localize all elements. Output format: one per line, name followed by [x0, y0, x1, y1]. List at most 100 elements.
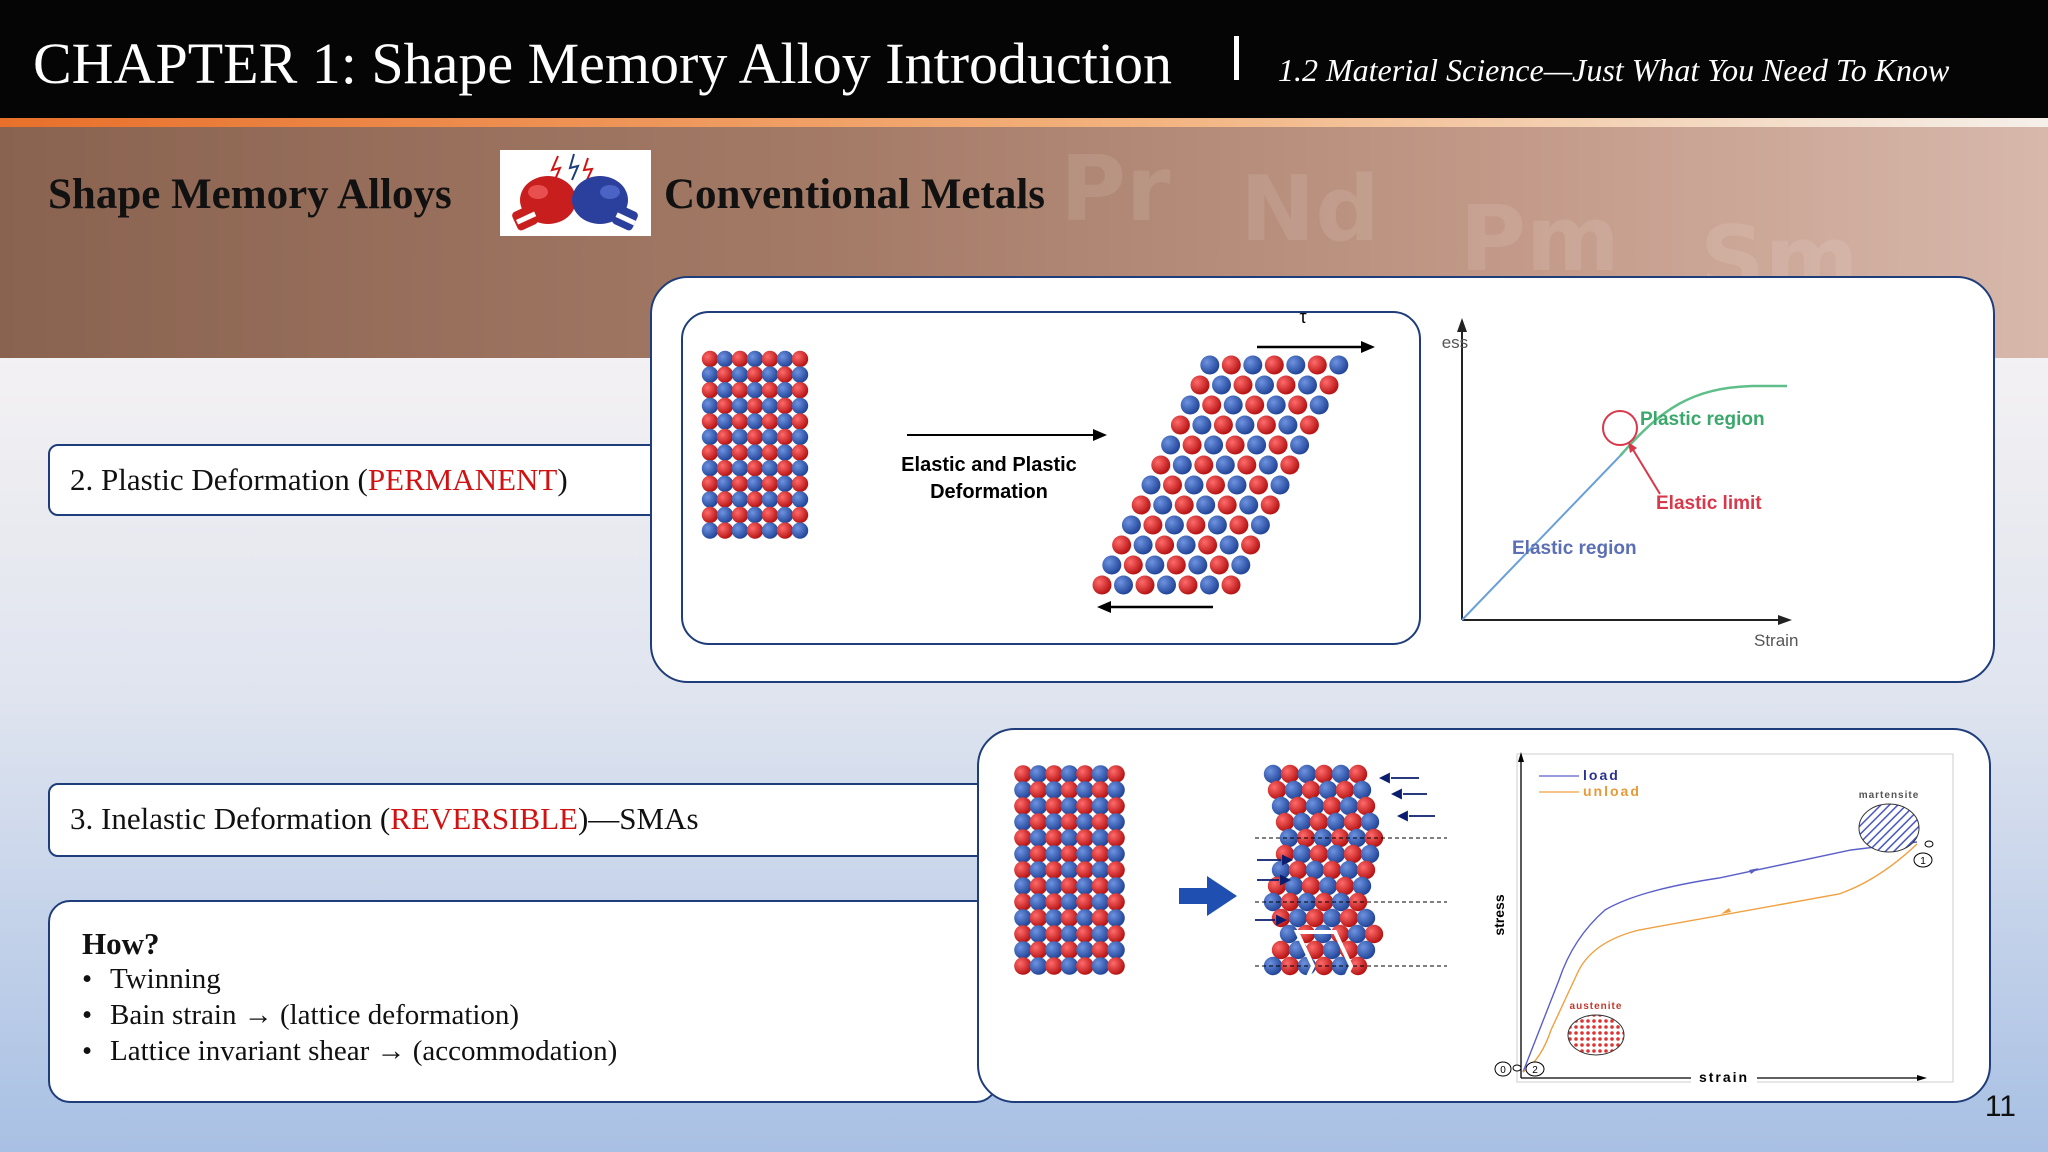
lattice-atom — [1271, 860, 1291, 880]
lattice-atom — [791, 366, 809, 383]
lattice-atom — [1076, 941, 1094, 959]
lattice-atom — [1309, 395, 1329, 415]
lattice-atom — [1143, 515, 1163, 535]
lattice-atom — [716, 444, 734, 461]
lattice-atom — [1279, 924, 1299, 944]
lattice-atom — [776, 475, 794, 492]
lattice-atom — [1292, 844, 1312, 864]
lattice-atom — [731, 444, 749, 461]
lattice-atom — [1206, 475, 1225, 495]
sma-stress-axis-label: stress — [1491, 894, 1507, 935]
lattice-atom — [1314, 892, 1334, 912]
lattice-atom — [746, 366, 764, 383]
lattice-atom — [746, 350, 764, 368]
lattice-atom — [1202, 395, 1222, 415]
lattice-atom — [1266, 395, 1286, 415]
plastic-deformation-label: 2. Plastic Deformation (PERMANENT) — [48, 444, 668, 516]
lattice-atom — [1255, 375, 1274, 395]
lattice-atom — [1352, 780, 1372, 800]
lattice-atom — [1076, 813, 1094, 831]
lattice-atom — [716, 366, 734, 383]
inelastic-deformation-label: 3. Inelastic Deformation (REVERSIBLE)—SM… — [48, 783, 988, 857]
lattice-atom — [1319, 375, 1339, 395]
lattice-atom — [731, 475, 749, 492]
lattice-atom — [1276, 375, 1296, 395]
lattice-atom — [761, 350, 779, 368]
lattice-atom — [1172, 455, 1192, 475]
lattice-atom — [1161, 435, 1181, 455]
lattice-atom — [761, 506, 779, 524]
lattice-atom — [746, 413, 764, 430]
lattice-atom — [746, 397, 764, 414]
lattice-atom — [1014, 893, 1032, 911]
lattice-atom — [761, 382, 779, 399]
lattice-atom — [1076, 765, 1094, 783]
lattice-atom — [1182, 435, 1202, 455]
lattice-atom — [1060, 781, 1079, 799]
lattice-atom — [701, 491, 719, 508]
lattice-atom — [1256, 415, 1276, 435]
lattice-atom — [1114, 575, 1133, 595]
how-box — [48, 900, 998, 1103]
lattice-atom — [1225, 435, 1245, 455]
tau-label: τ — [1299, 313, 1306, 327]
lattice-atom — [731, 460, 749, 477]
lattice-atom — [1076, 797, 1094, 815]
elastic-region-label: Elastic region — [1512, 538, 1637, 559]
lattice-atom — [1076, 925, 1094, 943]
lattice-atom — [1076, 877, 1094, 895]
lattice-atom — [1356, 860, 1376, 880]
lattice-atom — [1102, 555, 1122, 575]
lattice-atom — [1260, 495, 1280, 515]
lattice-atom — [761, 366, 779, 383]
lattice-atom — [1141, 475, 1161, 495]
lattice-atom — [1076, 909, 1094, 927]
lattice-atom — [1029, 781, 1048, 799]
lattice-atom — [1014, 765, 1032, 783]
lattice-atom — [1290, 435, 1310, 455]
lattice-atom — [1151, 455, 1171, 475]
lattice-atom — [1014, 797, 1032, 815]
lattice-atom — [1076, 781, 1094, 799]
lattice-atom — [1299, 415, 1319, 435]
lattice-atom — [791, 491, 809, 508]
lattice-atom — [1014, 877, 1032, 895]
lattice-atom — [791, 382, 809, 399]
lattice-atom — [1076, 893, 1094, 911]
lattice-atom — [776, 491, 794, 508]
lattice-atom — [1029, 829, 1048, 847]
lattice-atom — [1029, 893, 1048, 911]
lattice-atom — [1076, 861, 1094, 879]
lattice-shear-diagram: Elastic and Plastic Deformation τ — [681, 311, 1421, 645]
lattice-atom — [1045, 765, 1063, 783]
stress-axis-label: Stress — [1442, 333, 1468, 352]
lattice-atom — [776, 444, 794, 461]
lattice-atom — [1250, 515, 1270, 535]
lattice-atom — [716, 460, 734, 477]
lattice-atom — [1278, 415, 1298, 435]
lattice-atom — [716, 491, 734, 508]
lattice-atom — [701, 366, 719, 383]
lattice-atom — [1314, 764, 1334, 784]
lattice-atom — [1029, 765, 1048, 783]
lattice-atom — [1268, 435, 1288, 455]
lattice-atom — [1200, 575, 1219, 595]
lattice-atom — [1060, 829, 1079, 847]
plastic-deformation-panel: Elastic and Plastic Deformation τ Stress… — [650, 276, 1995, 683]
lattice-atom — [1045, 845, 1063, 863]
lattice-atom — [1184, 475, 1204, 495]
lattice-atom — [1091, 941, 1110, 959]
lattice-atom — [731, 506, 749, 524]
lattice-atom — [1339, 860, 1359, 880]
lattice-atom — [1060, 797, 1079, 815]
lattice-atom — [1192, 415, 1212, 435]
lattice-atom — [746, 506, 764, 524]
lattice-atom — [1145, 555, 1165, 575]
lattice-atom — [731, 366, 749, 383]
lattice-atom — [701, 506, 719, 524]
lattice-atom — [1091, 909, 1110, 927]
lattice-atom — [731, 382, 749, 399]
lattice-atom — [791, 522, 809, 539]
lattice-atom — [1190, 375, 1210, 395]
